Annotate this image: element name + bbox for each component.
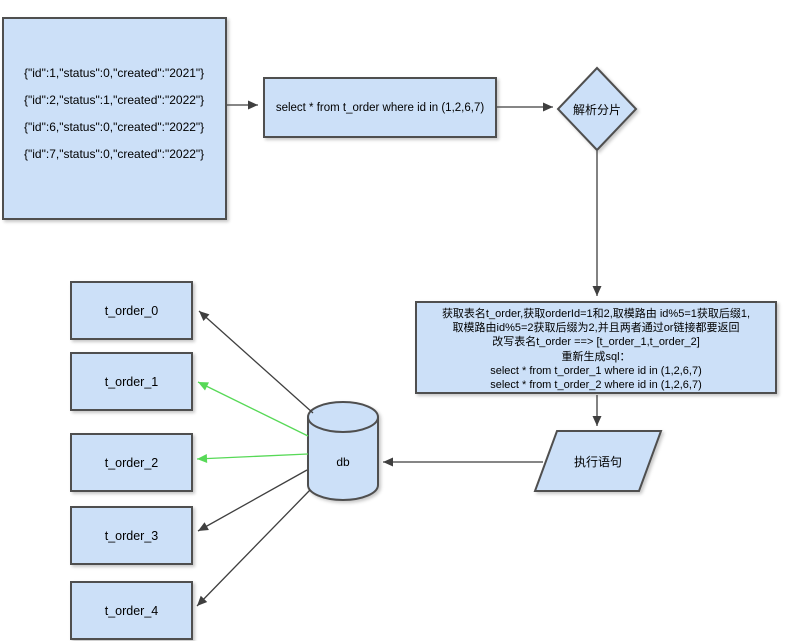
logic-line: 改写表名t_order ==> [t_order_1,t_order_2] [492, 336, 700, 349]
logic-line: 重新生成sql： [561, 350, 631, 363]
record-line: {"id":7,"status":0,"created":"2022"} [24, 147, 205, 161]
logic-line: 取模路由id%5=2获取后缀为2,并且两者通过or链接都要返回 [452, 322, 740, 335]
cylinder-db-top-edge [307, 416, 379, 433]
node-input-records: {"id":1,"status":0,"created":"2021"} {"i… [2, 17, 227, 220]
parallelogram-execute-label: 执行语句 [573, 454, 622, 469]
arrow-db-to-t-order-1-highlighted [197, 381, 309, 437]
cylinder-db-label: db [336, 455, 350, 469]
node-table-t-order-4: t_order_4 [70, 581, 193, 640]
node-table-t-order-2: t_order_2 [70, 433, 193, 492]
cylinder-db-shape [307, 401, 379, 501]
arrow-db-to-t-order-2-highlighted [196, 453, 309, 464]
arrow-db-to-t-order-3 [197, 469, 308, 532]
parallelogram-execute-shape [533, 430, 663, 492]
logic-line: select * from t_order_2 where id in (1,2… [490, 379, 702, 392]
arrow-db-to-t-order-4 [196, 489, 311, 607]
diamond-parse-sharding-shape [556, 66, 638, 152]
record-line: {"id":1,"status":0,"created":"2021"} [24, 66, 205, 80]
node-sharding-logic: 获取表名t_order,获取orderId=1和2,取模路由 id%5=1获取后… [415, 301, 777, 394]
node-table-t-order-3: t_order_3 [70, 506, 193, 565]
record-line: {"id":6,"status":0,"created":"2022"} [24, 120, 205, 134]
node-table-t-order-0: t_order_0 [70, 281, 193, 340]
node-sql-query: select * from t_order where id in (1,2,6… [263, 77, 497, 138]
record-line: {"id":2,"status":1,"created":"2022"} [24, 93, 205, 107]
arrow-db-to-t-order-0 [198, 310, 314, 414]
logic-line: 获取表名t_order,获取orderId=1和2,取模路由 id%5=1获取后… [441, 308, 751, 320]
diamond-parse-sharding-label: 解析分片 [572, 102, 621, 117]
node-table-t-order-1: t_order_1 [70, 352, 193, 411]
logic-line: select * from t_order_1 where id in (1,2… [490, 364, 702, 377]
